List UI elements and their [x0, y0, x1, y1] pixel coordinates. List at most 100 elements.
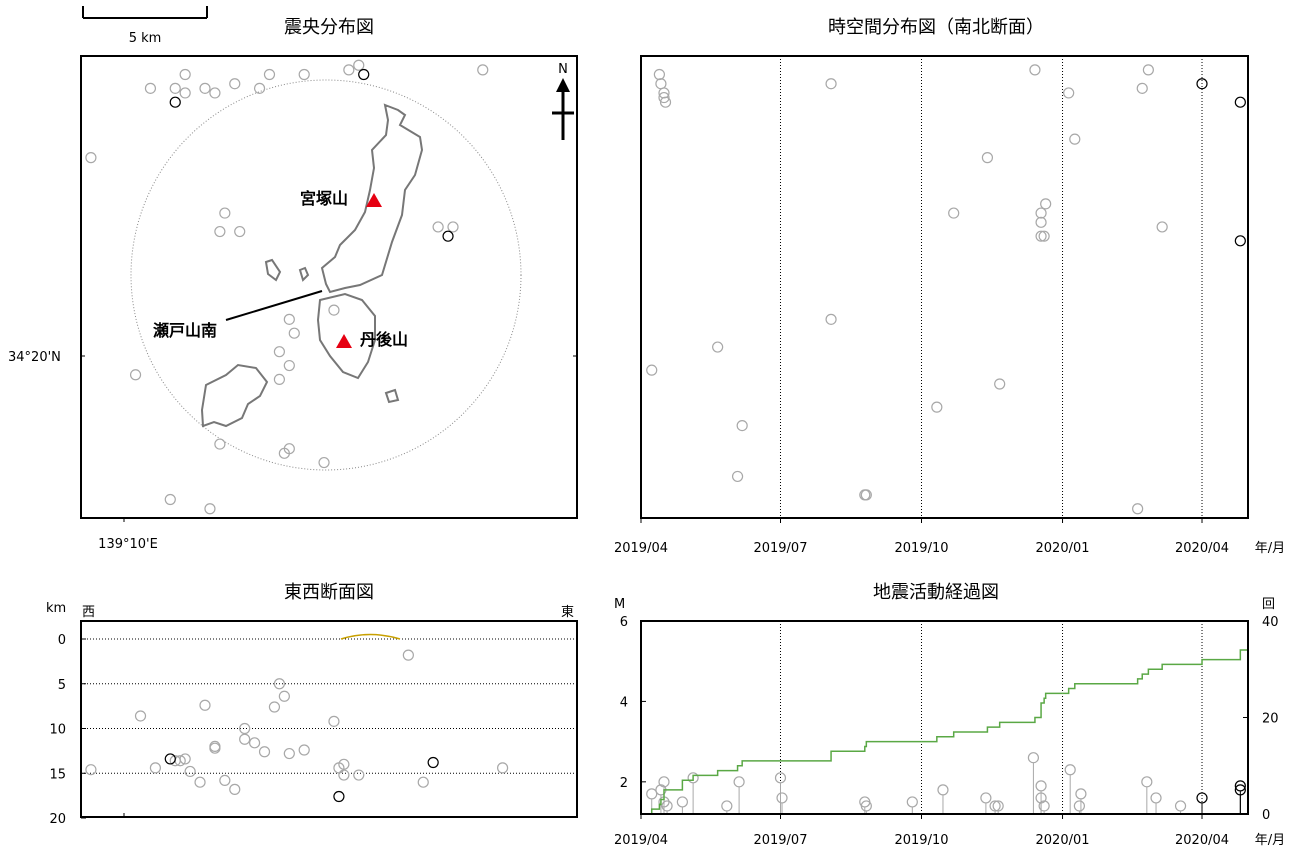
activity-left-tick-label: 6	[620, 615, 628, 630]
map-events	[85, 59, 489, 515]
activity-x-unit: 年/月	[1255, 833, 1285, 848]
timeline-event	[1142, 64, 1154, 76]
timeline-event	[860, 489, 872, 501]
ew-topography	[340, 633, 401, 640]
ew-event	[199, 699, 211, 711]
activity-event	[1038, 800, 1050, 812]
timeline-event	[1029, 64, 1041, 76]
activity-x-tick-label: 2019/07	[753, 833, 807, 848]
ew-event	[184, 765, 196, 778]
ew-events	[85, 649, 509, 803]
activity-cumulative-line	[641, 649, 1248, 815]
map-event	[343, 64, 355, 76]
map-event	[273, 346, 285, 358]
activity-x-tick-label: 2020/04	[1175, 833, 1229, 848]
ew-frame	[80, 620, 578, 818]
timeline-event	[1132, 503, 1144, 515]
map-event	[432, 221, 444, 233]
activity-event	[989, 800, 1001, 812]
ew-event	[194, 776, 206, 788]
ew-tick-label: 5	[58, 678, 66, 693]
map-event	[318, 456, 330, 469]
timeline-event	[646, 364, 658, 376]
ew-event-highlighted	[333, 790, 345, 803]
map-event	[229, 78, 241, 90]
activity-event-highlighted	[1234, 780, 1246, 792]
map-event-highlighted	[358, 68, 370, 81]
timeline-event	[931, 401, 943, 413]
activity-right-tick-label: 40	[1262, 615, 1279, 630]
activity-event	[658, 776, 670, 788]
map-event	[129, 369, 142, 381]
map-event	[288, 327, 300, 339]
map-event	[263, 68, 276, 81]
map-event	[169, 82, 181, 94]
timeline-event	[653, 68, 665, 81]
activity-event	[906, 796, 918, 808]
timeline-event	[659, 96, 672, 108]
ew-event	[283, 747, 295, 760]
map-event	[283, 313, 295, 325]
timeline-gridlines	[779, 56, 1203, 518]
lon-label: 139°10'E	[98, 537, 158, 552]
ew-event-highlighted	[427, 756, 439, 769]
timeline-event	[1063, 87, 1075, 99]
activity-event	[1027, 752, 1040, 764]
timeline-tick-label: 2020/01	[1036, 541, 1090, 556]
activity-event	[774, 772, 787, 784]
timeline-event	[825, 78, 837, 90]
ew-event	[229, 783, 241, 795]
ew-event	[179, 753, 191, 765]
activity-event	[721, 800, 733, 812]
timeline-events	[646, 64, 1246, 515]
activity-magnitude-events	[646, 752, 1246, 814]
timeline-event	[658, 91, 670, 104]
activity-x-tick-label: 2019/04	[614, 833, 668, 848]
map-event	[85, 152, 97, 164]
timeline-event	[994, 378, 1006, 390]
activity-y-left-label: M	[614, 597, 625, 612]
scale-label: 5 km	[129, 31, 162, 46]
map-event	[447, 221, 459, 233]
timeline-event-highlighted	[1234, 96, 1246, 108]
activity-left-tick-label: 4	[620, 695, 628, 710]
islet-rock	[298, 266, 310, 282]
ew-tick-label: 20	[49, 812, 66, 827]
ew-y-unit: km	[46, 601, 66, 616]
ew-event	[219, 774, 231, 787]
ew-tick-label: 0	[58, 633, 66, 648]
activity-event	[661, 800, 673, 812]
islet-west	[200, 363, 269, 428]
activity-event	[992, 800, 1004, 812]
ew-tick-label: 15	[49, 767, 66, 782]
map-event	[328, 304, 340, 316]
ew-west-label: 西	[82, 605, 95, 620]
activity-event	[1141, 776, 1153, 788]
map-event	[209, 87, 221, 99]
epicenter-map: 震央分布図 N 宮塚山 丹後山 瀬戸山南 34°20'N 139°10'E	[8, 17, 578, 552]
islet-east	[384, 388, 400, 404]
timeline-event	[1035, 207, 1047, 219]
timeline-event	[655, 78, 667, 90]
activity-event	[1073, 800, 1085, 812]
map-range-circle	[130, 79, 522, 471]
timeline-event	[1035, 216, 1047, 228]
ew-east-label: 東	[561, 604, 574, 620]
map-event	[298, 68, 310, 81]
ew-event	[134, 710, 147, 722]
setoyama-leader	[225, 290, 323, 321]
activity-event	[937, 784, 949, 796]
map-event	[253, 82, 266, 94]
activity-title: 地震活動経過図	[873, 582, 999, 603]
map-event	[164, 493, 176, 506]
ew-event	[239, 733, 251, 745]
map-event	[214, 438, 226, 450]
activity-event-highlighted	[1234, 784, 1246, 796]
timeline-x-unit: 年/月	[1255, 541, 1285, 556]
timeline-event	[1038, 230, 1050, 242]
ew-event	[258, 746, 271, 758]
